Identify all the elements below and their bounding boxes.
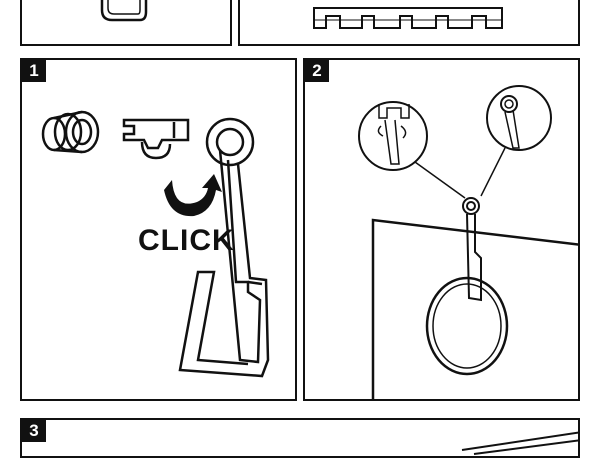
click-label: CLICK bbox=[138, 224, 235, 257]
top-right-panel bbox=[238, 0, 580, 46]
click-arrow-icon bbox=[164, 174, 222, 217]
top-left-panel bbox=[20, 0, 232, 46]
step-1-illustration: CLICK bbox=[41, 110, 270, 378]
step-3-panel: 3 bbox=[20, 418, 580, 458]
window-frame bbox=[371, 218, 578, 399]
step-2-illustration bbox=[358, 85, 578, 399]
hook-with-ring bbox=[425, 197, 509, 376]
step-3-illustration bbox=[461, 431, 578, 455]
step-3-number: 3 bbox=[22, 420, 46, 442]
step-2-panel: 2 bbox=[303, 58, 580, 401]
curtain-hook-part bbox=[178, 117, 270, 378]
detail-callout-right bbox=[480, 85, 552, 197]
rail-profile-illustration bbox=[313, 7, 503, 29]
detail-callout-left bbox=[358, 101, 466, 199]
glider-body-part bbox=[122, 118, 190, 160]
step-2-number: 2 bbox=[305, 60, 329, 82]
step-1-panel: 1 CLICK bbox=[20, 58, 297, 401]
step-1-number: 1 bbox=[22, 60, 46, 82]
hook-bottom-illustration bbox=[100, 0, 148, 22]
glider-wheel-part bbox=[41, 110, 100, 154]
